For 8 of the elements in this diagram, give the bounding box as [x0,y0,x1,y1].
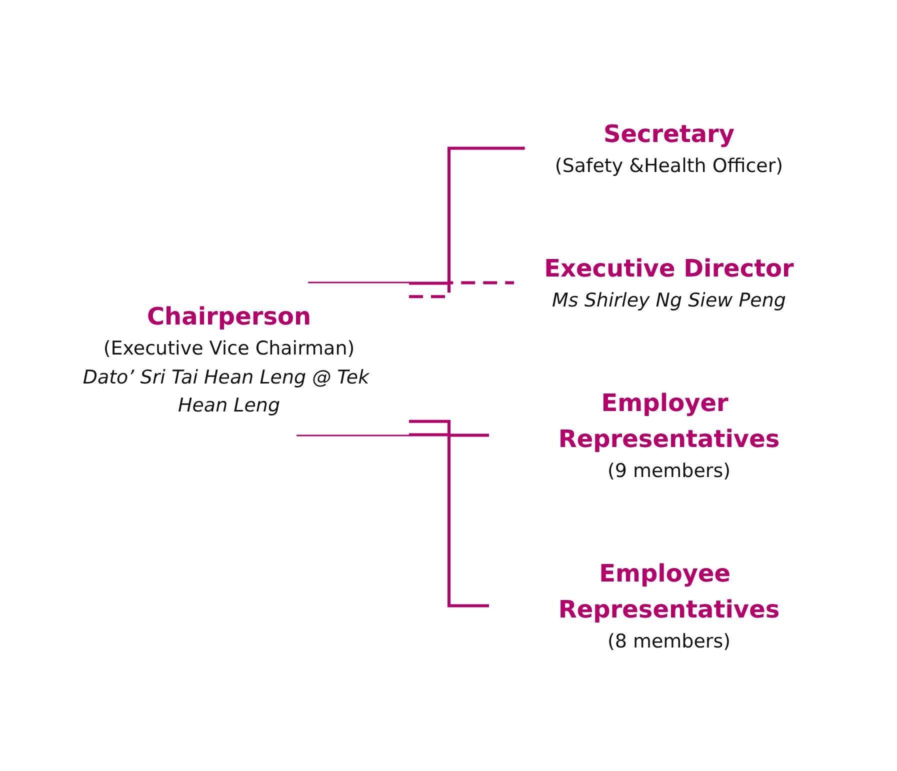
node-text: Executive Director Ms Shirley Ng Siew Peng [544,254,794,311]
node-text: Secretary (Safety &Health Officer) [554,120,783,176]
connector [296,432,490,607]
connector [408,419,490,436]
node-text: Employee Representatives (8 members) [558,559,780,652]
node-text: Employer Representatives (9 members) [558,388,780,482]
connector [408,280,516,298]
connector [308,146,526,284]
